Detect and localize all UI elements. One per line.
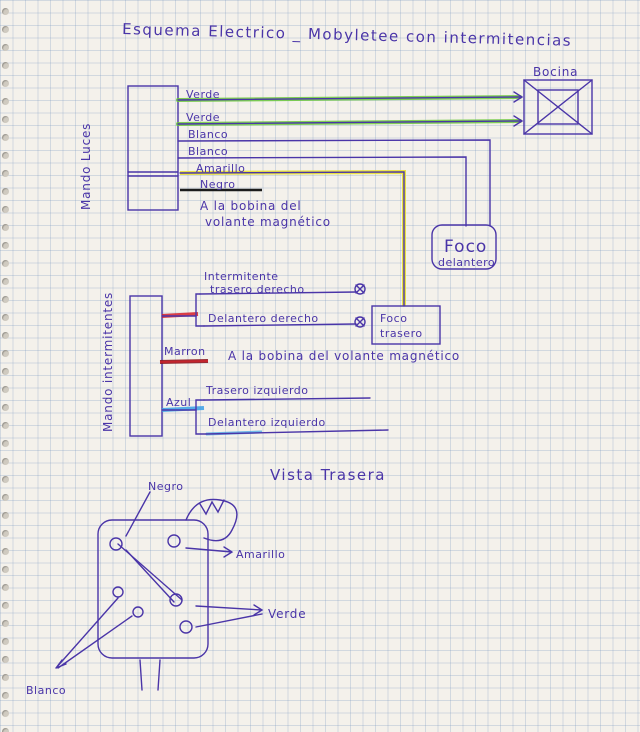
binding-hole bbox=[2, 8, 9, 15]
binding-hole bbox=[2, 566, 9, 573]
marron-wire-label: Marron bbox=[164, 345, 206, 358]
binding-hole bbox=[2, 188, 9, 195]
wire-label-verde-1: Verde bbox=[186, 88, 220, 101]
intermitentes-bobina-note: A la bobina del volante magnético bbox=[228, 349, 460, 363]
binding-hole bbox=[2, 548, 9, 555]
wire-label-blanco-2: Blanco bbox=[188, 145, 228, 158]
terminal-icons bbox=[109, 534, 193, 634]
delantero-derecho-label: Delantero derecho bbox=[208, 312, 319, 325]
binding-hole bbox=[2, 368, 9, 375]
rear-lamp-icon bbox=[371, 305, 441, 345]
binding-hole bbox=[2, 710, 9, 717]
binding-hole bbox=[2, 332, 9, 339]
binding-hole bbox=[2, 602, 9, 609]
spiral-binding-holes bbox=[0, 0, 14, 732]
horn-icon bbox=[523, 79, 593, 135]
white-wire-2 bbox=[177, 156, 467, 227]
negro-pointer bbox=[125, 491, 151, 537]
binding-hole bbox=[2, 26, 9, 33]
binding-hole bbox=[2, 296, 9, 303]
binding-hole bbox=[2, 476, 9, 483]
binding-hole bbox=[2, 350, 9, 357]
mando-luces-label: Mando Luces bbox=[79, 123, 93, 210]
vista-negro-label: Negro bbox=[148, 480, 184, 493]
binding-hole bbox=[2, 386, 9, 393]
binding-hole bbox=[2, 620, 9, 627]
yellow-wire bbox=[179, 169, 406, 307]
green-wire-1 bbox=[176, 95, 522, 102]
vista-trasera-title: Vista Trasera bbox=[270, 466, 386, 484]
binding-hole bbox=[2, 656, 9, 663]
binding-hole bbox=[2, 278, 9, 285]
blanco-arrows bbox=[55, 597, 133, 669]
brown-wire bbox=[159, 359, 209, 364]
blue-wire-group bbox=[161, 397, 389, 436]
bobina-note-line1: A la bobina del bbox=[200, 199, 302, 213]
binding-hole bbox=[2, 422, 9, 429]
binding-hole bbox=[2, 458, 9, 465]
mando-intermitentes-label: Mando intermitentes bbox=[101, 292, 115, 432]
binding-hole bbox=[2, 512, 9, 519]
amarillo-arrow bbox=[185, 546, 234, 558]
azul-wire-label: Azul bbox=[166, 396, 191, 409]
wire-label-verde-2: Verde bbox=[186, 111, 220, 124]
mando-intermitentes-switch bbox=[129, 295, 163, 437]
verde-arrow-2 bbox=[195, 613, 263, 628]
binding-hole bbox=[2, 62, 9, 69]
verde-arrow-1 bbox=[195, 604, 264, 616]
binding-hole bbox=[2, 170, 9, 177]
foco-trasero-line2: trasero bbox=[380, 327, 423, 340]
binding-hole bbox=[2, 116, 9, 123]
lamp-icon-delantero-derecho bbox=[354, 316, 366, 328]
switch-rear-view bbox=[97, 498, 238, 691]
binding-hole bbox=[2, 44, 9, 51]
binding-hole bbox=[2, 152, 9, 159]
white-wire-1 bbox=[177, 139, 491, 227]
binding-hole bbox=[2, 242, 9, 249]
binding-hole bbox=[2, 728, 9, 732]
binding-hole bbox=[2, 584, 9, 591]
delantero-izquierdo-label: Delantero izquierdo bbox=[208, 416, 326, 429]
wire-label-amarillo: Amarillo bbox=[196, 162, 245, 175]
bocina-label: Bocina bbox=[533, 65, 578, 79]
binding-hole bbox=[2, 440, 9, 447]
red-wire-group bbox=[161, 291, 357, 327]
binding-hole bbox=[2, 638, 9, 645]
trasero-izquierdo-label: Trasero izquierdo bbox=[205, 384, 309, 397]
wire-label-blanco-1: Blanco bbox=[188, 128, 228, 141]
binding-hole bbox=[2, 674, 9, 681]
arrow-head-2 bbox=[513, 115, 524, 127]
wire-label-negro: Negro bbox=[200, 178, 236, 191]
green-wire-2 bbox=[176, 119, 522, 126]
vista-blanco-label: Blanco bbox=[26, 684, 66, 697]
foco-trasero-line1: Foco bbox=[380, 312, 407, 325]
diagram-title: Esquema Electrico _ Mobyletee con interm… bbox=[122, 20, 572, 51]
binding-hole bbox=[2, 314, 9, 321]
bobina-note-line2: volante magnético bbox=[205, 215, 331, 229]
vista-amarillo-label: Amarillo bbox=[236, 548, 285, 561]
binding-hole bbox=[2, 206, 9, 213]
binding-hole bbox=[2, 98, 9, 105]
binding-hole bbox=[2, 494, 9, 501]
binding-hole bbox=[2, 260, 9, 267]
binding-hole bbox=[2, 404, 9, 411]
binding-hole bbox=[2, 530, 9, 537]
lamp-icon-trasero-derecho bbox=[354, 283, 366, 295]
arrow-head-1 bbox=[513, 91, 524, 103]
vista-verde-label: Verde bbox=[268, 607, 306, 621]
intermitente-td-line2: trasero derecho bbox=[210, 283, 305, 296]
binding-hole bbox=[2, 224, 9, 231]
foco-delantero-sublabel: delantero bbox=[438, 256, 495, 269]
intermitente-td-line1: Intermitente bbox=[204, 270, 279, 283]
mando-luces-switch bbox=[127, 85, 179, 211]
binding-hole bbox=[2, 80, 9, 87]
foco-delantero-label: Foco bbox=[444, 237, 487, 257]
front-lamp-icon bbox=[431, 224, 497, 270]
binding-hole bbox=[2, 134, 9, 141]
binding-hole bbox=[2, 692, 9, 699]
